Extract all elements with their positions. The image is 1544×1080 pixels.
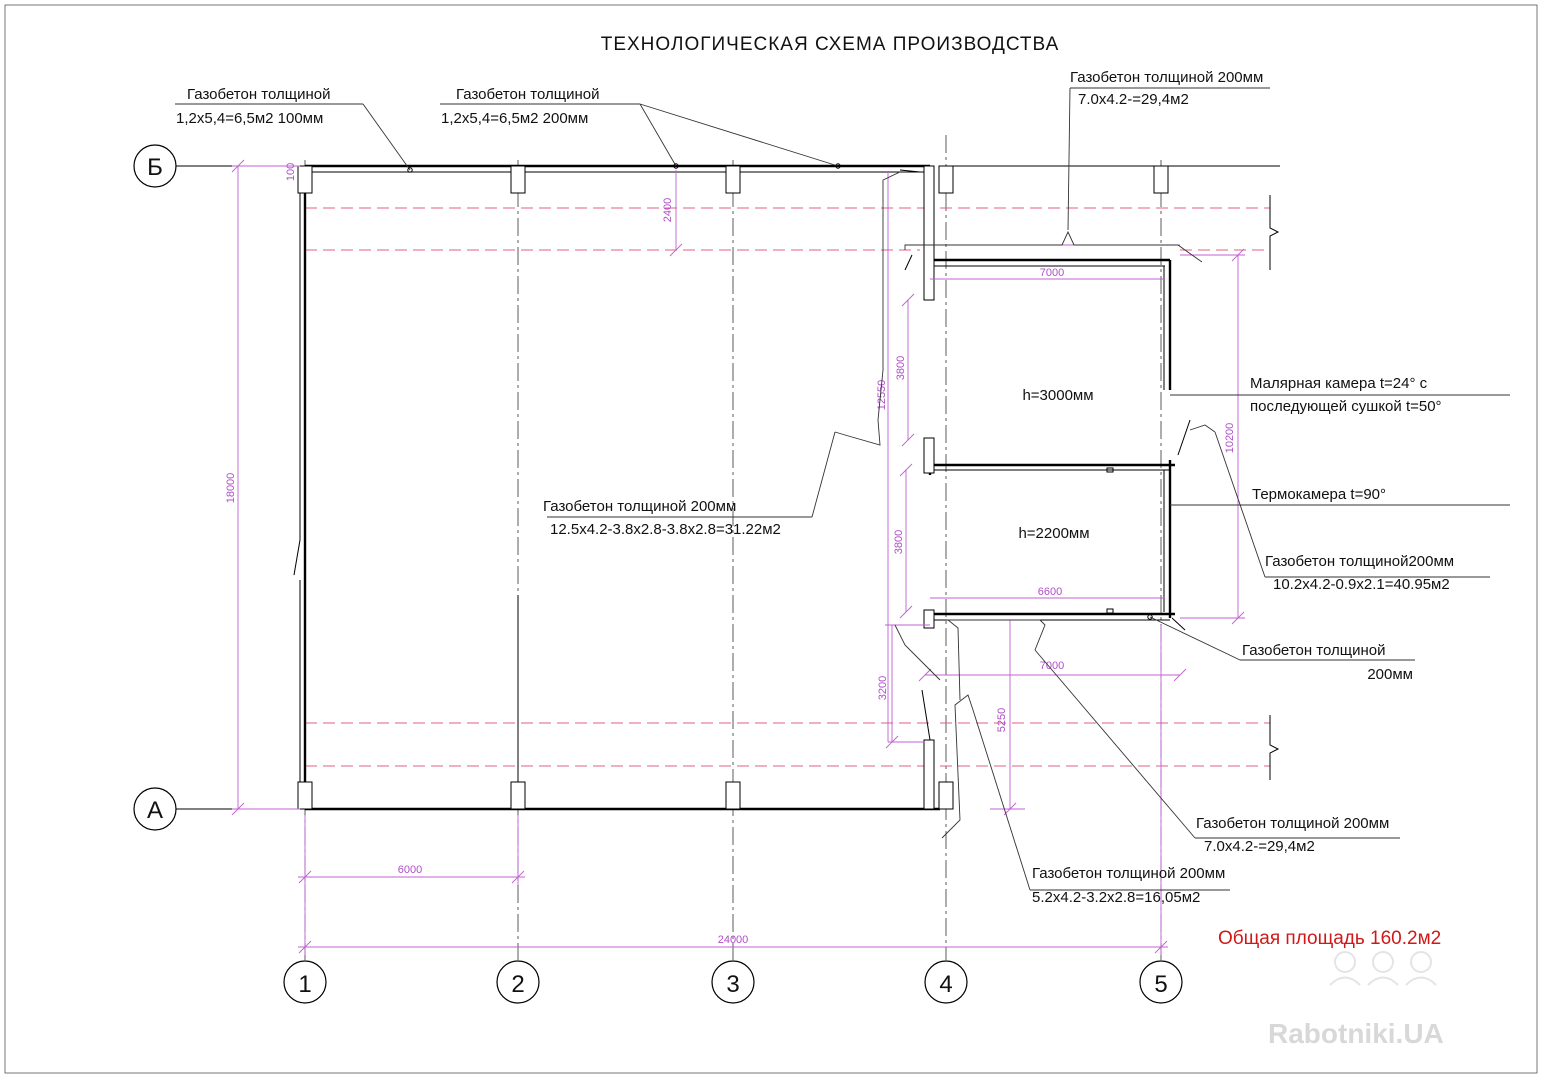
note-wall-bottom-right-line1: Газобетон толщиной 200мм — [1196, 815, 1389, 832]
axis-bubble-row-b: Б — [133, 144, 177, 188]
note-wall-right-line2: 10.2х4.2-0.9х2.1=40.95м2 — [1273, 576, 1450, 593]
note-wall-top-mid-line1: Газобетон толщиной — [456, 86, 599, 103]
dim-10200: 10200 — [1224, 423, 1236, 454]
axis-bubble-col-1: 1 — [283, 960, 327, 1004]
note-wall-center-line2: 12.5х4.2-3.8х2.8-3.8х2.8=31.22м2 — [550, 521, 781, 538]
axis-label-col-4: 4 — [939, 971, 952, 998]
axis-bubble-row-a: А — [133, 787, 177, 831]
dim-2400: 2400 — [662, 198, 674, 222]
room-height-thermo-chamber: h=2200мм — [1018, 525, 1089, 542]
axis-bubble-col-3: 3 — [711, 960, 755, 1004]
dim-6600: 6600 — [1038, 586, 1062, 598]
columns — [297, 165, 1169, 810]
axis-label-row-a: А — [147, 797, 163, 824]
note-wall-top-mid-line2: 1,2х5,4=6,5м2 200мм — [441, 110, 588, 127]
note-wall-top-left-line2: 1,2х5,4=6,5м2 100мм — [176, 110, 323, 127]
note-wall-right-low-line1: Газобетон толщиной — [1242, 642, 1385, 659]
note-thermo-chamber: Термокамера t=90° — [1252, 486, 1386, 503]
dim-18000: 18000 — [225, 473, 237, 504]
note-wall-top-right-line1: Газобетон толщиной 200мм — [1070, 69, 1263, 86]
dim-12550: 12550 — [876, 380, 888, 411]
axis-bubble-col-4: 4 — [924, 960, 968, 1004]
dim-3800-upper: 3800 — [895, 356, 907, 380]
drawing-title: ТЕХНОЛОГИЧЕСКАЯ СХЕМА ПРОИЗВОДСТВА — [601, 34, 1060, 55]
note-wall-right-line1: Газобетон толщиной200мм — [1265, 553, 1454, 570]
axis-bubble-col-2: 2 — [496, 960, 540, 1004]
note-wall-top-left-line1: Газобетон толщиной — [187, 86, 330, 103]
axis-bubble-col-5: 5 — [1139, 960, 1183, 1004]
note-paint-chamber-line1: Малярная камера t=24° с — [1250, 375, 1428, 392]
watermark-logo — [1329, 951, 1437, 986]
room-height-paint-chamber: h=3000мм — [1022, 387, 1093, 404]
axis-label-col-3: 3 — [726, 971, 739, 998]
sheet-frame — [4, 4, 1538, 1074]
dim-3800-lower: 3800 — [893, 530, 905, 554]
note-wall-bottom-line1: Газобетон толщиной 200мм — [1032, 865, 1225, 882]
total-area: Общая площадь 160.2м2 — [1218, 928, 1441, 949]
note-wall-bottom-line2: 5.2х4.2-3.2х2.8=16,05м2 — [1032, 889, 1200, 906]
dim-100: 100 — [285, 163, 297, 181]
watermark-text: Rabotniki.UA — [1268, 1018, 1444, 1049]
note-wall-center-line1: Газобетон толщиной 200мм — [543, 498, 736, 515]
note-wall-right-low-line2: 200мм — [1367, 666, 1413, 683]
dim-3200: 3200 — [877, 676, 889, 700]
dim-7000-top: 7000 — [1040, 267, 1064, 279]
axis-label-col-5: 5 — [1154, 971, 1167, 998]
leader-lines — [175, 87, 1510, 891]
axis-label-row-b: Б — [147, 154, 163, 181]
note-paint-chamber-line2: последующей сушкой t=50° — [1250, 398, 1442, 415]
note-wall-top-right-line2: 7.0х4.2-=29,4м2 — [1078, 91, 1189, 108]
dim-5250: 5250 — [996, 708, 1008, 732]
walls — [293, 164, 1280, 811]
axis-label-col-1: 1 — [298, 971, 311, 998]
dim-6000: 6000 — [398, 864, 422, 876]
note-wall-bottom-right-line2: 7.0х4.2-=29,4м2 — [1204, 838, 1315, 855]
crane-lines — [305, 195, 1280, 780]
dim-24000: 24000 — [718, 934, 749, 946]
axis-label-col-2: 2 — [511, 971, 524, 998]
dimension-lines — [231, 159, 1245, 955]
